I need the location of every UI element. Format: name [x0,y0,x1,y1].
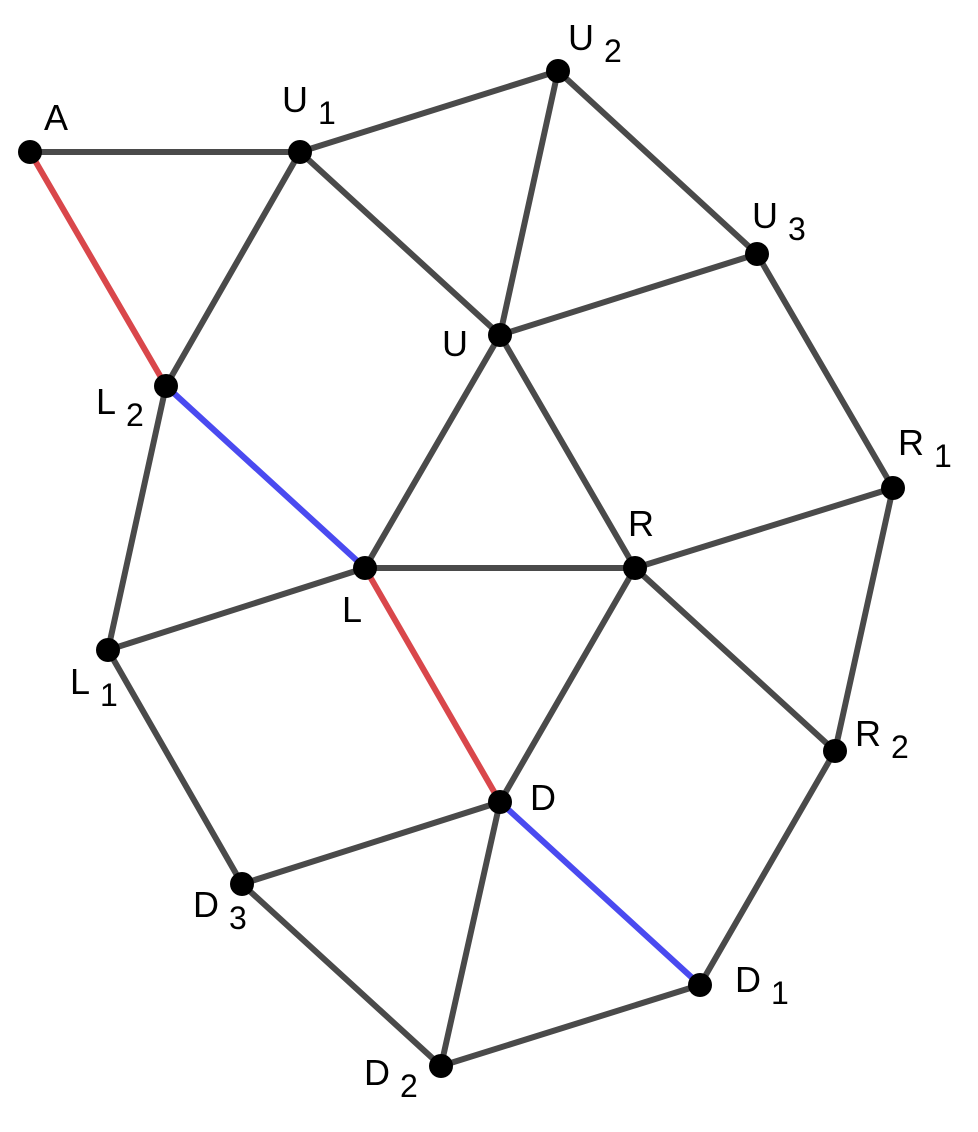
label-d2-subscript: 2 [400,1068,418,1104]
edge-l1-d3 [105,647,245,887]
nodes-layer [18,59,905,1078]
label-r: R [628,503,654,544]
label-l-name: L [342,589,362,630]
node-d [488,790,512,814]
label-r1-subscript: 1 [934,438,952,474]
label-r-name: R [628,503,654,544]
label-u2-subscript: 2 [604,33,622,69]
label-u1-subscript: 1 [318,95,336,131]
node-u1 [288,140,312,164]
node-l [353,556,377,580]
edge-r-r2 [632,565,838,754]
label-d3-name: D [193,884,219,925]
label-l1-name: L [70,661,90,702]
label-u-name: U [442,323,468,364]
edge-d-d3 [239,799,503,887]
label-l: L [342,589,362,630]
label-l1-subscript: 1 [100,677,118,713]
edge-r-d [497,565,638,805]
edge-u2-u [497,68,561,338]
edge-l-l1 [105,565,368,653]
edge-l2-l [163,383,368,571]
label-d3-subscript: 3 [229,900,247,936]
edge-u3-r1 [754,251,896,491]
label-a: A [44,97,68,138]
node-r2 [823,739,847,763]
label-a-name: A [44,97,68,138]
label-r2-name: R [855,713,881,754]
node-u2 [546,59,570,83]
node-d1 [688,973,712,997]
node-l1 [96,638,120,662]
node-u3 [745,242,769,266]
edge-l-d [362,565,503,805]
node-r [623,556,647,580]
node-d2 [429,1054,453,1078]
edge-l2-l1 [105,383,169,653]
edge-a-l2 [27,149,169,389]
label-r1-name: R [898,422,924,463]
label-d1-name: D [735,959,761,1000]
edge-u-l [362,332,503,571]
edge-d3-d2 [239,881,444,1069]
edge-d-d2 [438,799,503,1069]
label-u3-subscript: 3 [788,211,806,247]
label-u3-name: U [752,195,778,236]
edge-d2-d1 [438,982,703,1069]
label-d2-name: D [364,1052,390,1093]
node-a [18,140,42,164]
edge-r-r1 [632,485,896,571]
edge-d-d1 [497,799,703,988]
edges-layer [27,68,896,1069]
node-d3 [230,872,254,896]
label-l2-subscript: 2 [126,397,144,433]
node-l2 [154,374,178,398]
edge-u3-u [497,251,760,338]
label-d-name: D [530,777,556,818]
label-d1-subscript: 1 [771,975,789,1011]
label-d: D [530,777,556,818]
edge-r2-d1 [697,748,838,988]
edge-u1-u [297,149,503,338]
edge-u1-l2 [163,149,303,389]
label-u2-name: U [568,17,594,58]
edge-u-r [497,332,638,571]
edge-u2-u3 [555,68,760,257]
edge-r1-r2 [832,485,896,754]
node-u [488,323,512,347]
label-l2-name: L [96,381,116,422]
label-u1-name: U [282,79,308,120]
edge-u1-u2 [297,68,561,155]
label-r2-subscript: 2 [891,729,909,765]
label-u: U [442,323,468,364]
node-r1 [881,476,905,500]
